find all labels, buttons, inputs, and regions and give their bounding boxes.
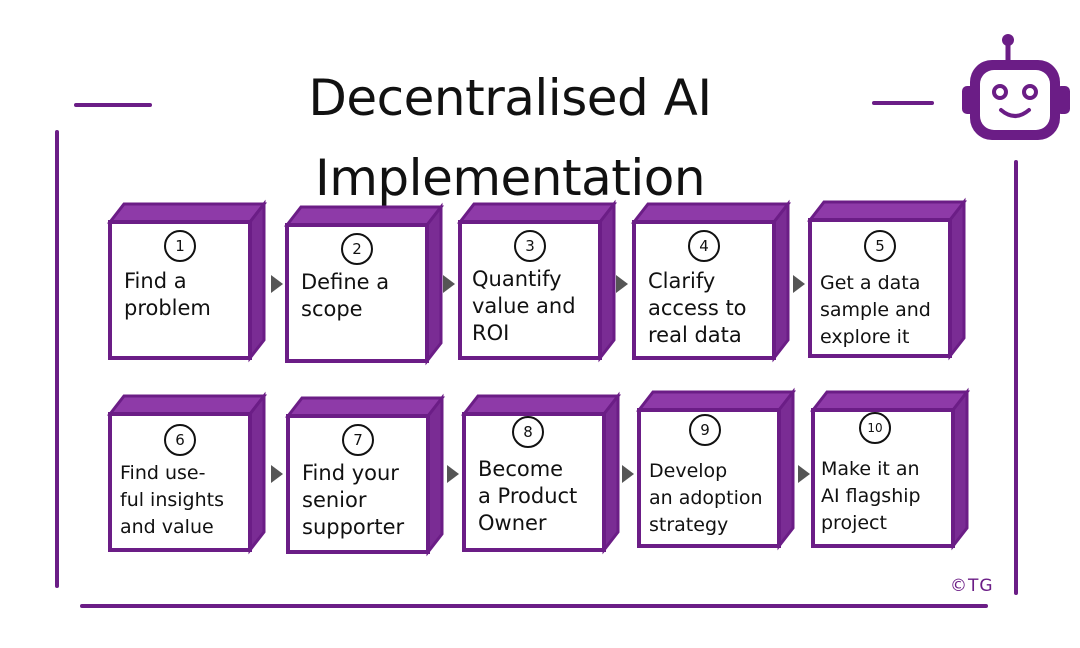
step-label: Find use- ful insights and value — [120, 462, 224, 538]
arrow-right-icon — [622, 465, 634, 483]
arrow-right-icon — [443, 275, 455, 293]
arrow-right-icon — [447, 465, 459, 483]
copyright-mark: ©TG — [950, 576, 994, 596]
step-number: 2 — [341, 233, 373, 265]
step-label: Become a Product Owner — [478, 457, 578, 535]
step-label: Find a problem — [124, 269, 211, 320]
step-number: 8 — [512, 416, 544, 448]
step-number: 9 — [689, 414, 721, 446]
step-box: 6 Find use- ful insights and value — [106, 391, 286, 560]
step-box: 10 Make it an AI flagship project — [809, 387, 989, 556]
step-number: 1 — [164, 230, 196, 262]
step-box: 4 Clarify access to real data — [630, 199, 810, 368]
step-label: Get a data sample and explore it — [820, 272, 931, 348]
step-number: 5 — [864, 230, 896, 262]
arrow-right-icon — [271, 275, 283, 293]
arrow-right-icon — [271, 465, 283, 483]
step-number: 6 — [164, 424, 196, 456]
step-box: 5 Get a data sample and explore it — [806, 197, 986, 366]
step-label: Define a scope — [301, 270, 390, 321]
step-box: 3 Quantify value and ROI — [456, 199, 636, 368]
step-label: Clarify access to real data — [648, 269, 747, 347]
page-title: Decentralised AI Implementation — [308, 69, 712, 207]
step-number: 4 — [688, 230, 720, 262]
step-box: 1 Find a problem — [106, 199, 286, 368]
step-box: 7 Find your senior supporter — [284, 393, 464, 562]
arrow-right-icon — [793, 275, 805, 293]
step-box: 2 Define a scope — [283, 202, 463, 371]
title-rule-left — [74, 103, 152, 107]
arrow-right-icon — [798, 465, 810, 483]
step-label: Find your senior supporter — [302, 461, 405, 539]
frame-left — [55, 130, 59, 588]
step-box: 8 Become a Product Owner — [460, 391, 640, 560]
robot-icon — [944, 30, 1074, 150]
step-box: 9 Develop an adoption strategy — [635, 387, 815, 556]
frame-right — [1014, 160, 1018, 595]
step-label: Develop an adoption strategy — [649, 460, 763, 536]
step-label: Make it an AI flagship project — [821, 458, 921, 534]
step-number: 7 — [342, 424, 374, 456]
arrow-right-icon — [616, 275, 628, 293]
title-rule-right — [872, 101, 934, 105]
step-label: Quantify value and ROI — [472, 267, 576, 345]
step-number: 10 — [859, 412, 891, 444]
frame-bottom — [80, 604, 988, 608]
step-number: 3 — [514, 230, 546, 262]
